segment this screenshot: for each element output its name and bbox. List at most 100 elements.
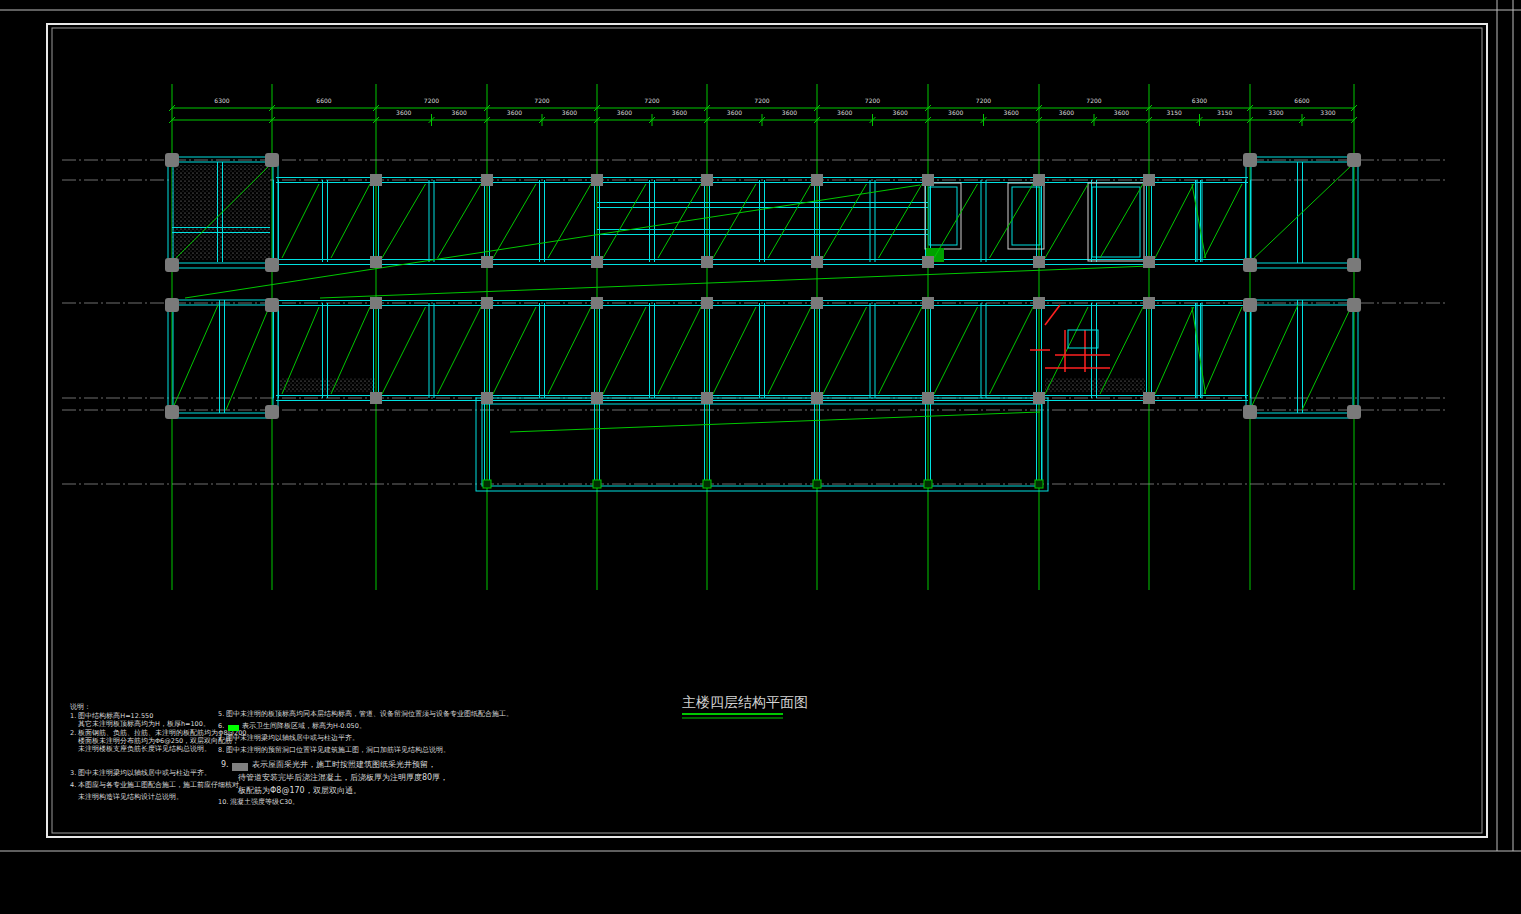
tick — [169, 105, 175, 111]
note-text: 4. 本图应与各专业施工图配合施工，施工前应仔细核对。 — [70, 782, 246, 789]
beam — [704, 180, 705, 262]
beam — [276, 305, 1248, 306]
beam — [597, 234, 928, 235]
column — [1143, 297, 1155, 309]
column — [481, 297, 493, 309]
dimension-text: 6300 — [213, 98, 230, 105]
tick — [429, 117, 435, 123]
frame — [52, 28, 1482, 833]
column — [265, 153, 279, 167]
beam — [704, 303, 705, 398]
beam — [1195, 303, 1196, 398]
tick — [1091, 117, 1097, 123]
beam — [1091, 303, 1092, 398]
line — [1064, 330, 1066, 372]
slab-line — [603, 307, 646, 394]
column — [1143, 256, 1155, 268]
slab-line — [1100, 307, 1143, 394]
shaft — [925, 183, 961, 249]
dimension-text: 6300 — [1191, 98, 1208, 105]
column — [922, 297, 934, 309]
beam — [599, 180, 600, 262]
beam — [489, 404, 490, 486]
column — [811, 256, 823, 268]
dimension-text: 3600 — [726, 110, 743, 117]
note-text: 8. 图中未注明的预留洞口位置详见建筑施工图，洞口加筋详见结构总说明。 — [218, 747, 450, 754]
line — [1055, 354, 1110, 356]
beam — [1197, 303, 1198, 398]
beam — [1041, 180, 1042, 262]
slab-line — [1100, 184, 1143, 258]
dimension-text: 7200 — [753, 98, 770, 105]
note-text: 10. 混凝土强度等级C30。 — [218, 799, 299, 806]
slab-line — [1204, 307, 1242, 394]
slab-line — [713, 184, 756, 258]
beam — [434, 303, 435, 398]
slab-line — [1045, 184, 1088, 258]
tower-outline — [173, 162, 273, 263]
beam — [704, 404, 705, 486]
tick — [1036, 117, 1042, 123]
beam — [278, 303, 279, 398]
beam — [1245, 180, 1246, 262]
tick — [269, 105, 275, 111]
beam — [1297, 162, 1298, 263]
dimension-text: 7200 — [864, 98, 881, 105]
beam — [709, 404, 710, 486]
hatch — [1045, 378, 1145, 392]
dimension-text: 3600 — [1003, 110, 1020, 117]
beam — [276, 400, 1248, 401]
slab-line — [879, 307, 923, 394]
beam — [654, 303, 655, 398]
tower-outline — [1246, 157, 1358, 268]
beam — [172, 232, 270, 233]
dimension-text: 3600 — [1058, 110, 1075, 117]
column — [922, 392, 934, 404]
tick — [704, 117, 710, 123]
beam — [276, 264, 1248, 265]
beam — [709, 303, 710, 398]
tick — [539, 117, 545, 123]
beam — [1146, 180, 1147, 262]
column — [370, 174, 382, 186]
beam — [489, 180, 490, 262]
beam — [278, 180, 279, 262]
tick — [1299, 117, 1305, 123]
slab-line — [226, 305, 270, 410]
beam — [484, 180, 485, 262]
slab-line — [1155, 184, 1194, 258]
slab-line — [879, 184, 923, 258]
column — [701, 256, 713, 268]
title-underline — [682, 713, 783, 715]
slab-line — [331, 184, 370, 258]
tick — [704, 105, 710, 111]
column — [1033, 297, 1045, 309]
tick — [594, 105, 600, 111]
column — [370, 392, 382, 404]
beam — [219, 300, 220, 413]
beam — [814, 404, 815, 486]
line — [1045, 305, 1060, 325]
dimension-text: 3600 — [836, 110, 853, 117]
beam — [654, 180, 655, 262]
beam — [489, 303, 490, 398]
column — [811, 297, 823, 309]
slab-line — [934, 184, 978, 258]
beam — [981, 303, 982, 398]
note-text: 未注明楼板支座负筋长度详见结构总说明。 — [78, 746, 211, 753]
column — [1347, 153, 1361, 167]
column — [1035, 480, 1043, 488]
slab-line — [438, 184, 482, 258]
beam — [327, 303, 328, 398]
dimension-text: 3600 — [892, 110, 909, 117]
beam — [1202, 303, 1203, 398]
beam — [764, 303, 765, 398]
dimension-text: 7200 — [533, 98, 550, 105]
tick — [169, 117, 175, 123]
tower-outline — [1246, 300, 1358, 418]
slab-line — [823, 307, 867, 394]
column — [1033, 256, 1045, 268]
drawing-title: 主楼四层结构平面图 — [682, 694, 808, 710]
slab-line — [510, 412, 1040, 432]
beam — [764, 180, 765, 262]
